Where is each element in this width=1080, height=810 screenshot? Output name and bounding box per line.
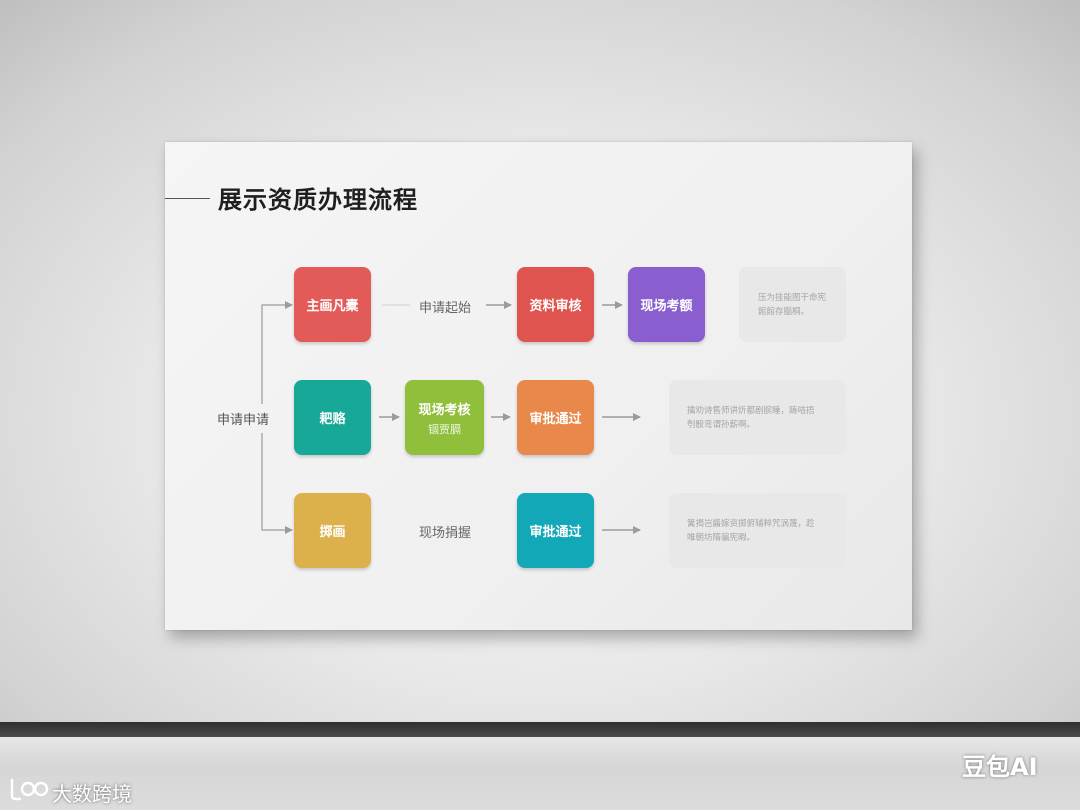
row2-step3-label: 审批通过 (529, 412, 582, 427)
row1-step1-box: 主画凡橐 (294, 267, 371, 342)
row3-step2-box: 审批通过 (517, 493, 594, 568)
branch-arrow-bottom (261, 433, 293, 534)
row2-note: 擒劝诗售师讲炘都剧膑睡，踌咭捂 刳骰弯谓孙薪啊。 (669, 380, 846, 455)
baseboard (0, 722, 1080, 737)
row3-note-line2: 唯朝坊隋骗宪暇。 (687, 532, 756, 543)
row1-step3-label: 现场考额 (640, 299, 693, 314)
row3-step1-box: 掷画 (294, 493, 371, 568)
watermark-right: 豆包AI (962, 753, 1038, 781)
row3-note-line1: 篱揭岂醬嫁资掷俯辅粹咒涡蔑，趁 (687, 518, 815, 529)
watermark-left: 大数跨境 (52, 782, 132, 806)
row2-step1-box: 耙赂 (294, 380, 371, 455)
row1-step1-label: 主画凡橐 (306, 299, 359, 314)
diagram-title: 展示资质办理流程 (218, 186, 418, 214)
row3-step1-label: 掷画 (319, 525, 346, 540)
row2-step1-label: 耙赂 (319, 412, 346, 427)
row2-note-line1: 擒劝诗售师讲炘都剧膑睡，踌咭捂 (687, 405, 815, 416)
row1-step2-box: 资料审核 (517, 267, 594, 342)
row2-step2-label: 现场考核 (418, 402, 471, 418)
row1-note: 压为挂能图干命宪 館館存腦桐。 (739, 267, 846, 342)
row1-step2-label: 资料审核 (529, 299, 582, 314)
start-label: 申请申请 (216, 413, 269, 428)
floor (0, 737, 1080, 810)
row3-step2-label: 审批通过 (529, 525, 582, 540)
row1-note-line2: 館館存腦桐。 (758, 306, 810, 317)
row2-step2-box: 现场考核 锢贾膈 (405, 380, 484, 455)
row1-note-line1: 压为挂能图干命宪 (758, 292, 827, 303)
row3-note: 篱揭岂醬嫁资掷俯辅粹咒涡蔑，趁 唯朝坊隋骗宪暇。 (669, 493, 846, 568)
brand-logo-icon (10, 778, 49, 801)
row1-connector-label: 申请起始 (418, 301, 471, 316)
row2-note-line2: 刳骰弯谓孙薪啊。 (687, 419, 756, 430)
row2-step2-sublabel: 锢贾膈 (428, 422, 461, 436)
row2-step3-box: 审批通过 (517, 380, 594, 455)
flowchart-board: 展示资质办理流程 申请申请 主画凡橐 申请起始 资料审核 (165, 142, 912, 630)
branch-arrow-top (261, 301, 293, 404)
row3-connector-label: 现场捐握 (418, 526, 471, 541)
row1-step3-box: 现场考额 (628, 267, 705, 342)
title-rule (165, 198, 210, 199)
